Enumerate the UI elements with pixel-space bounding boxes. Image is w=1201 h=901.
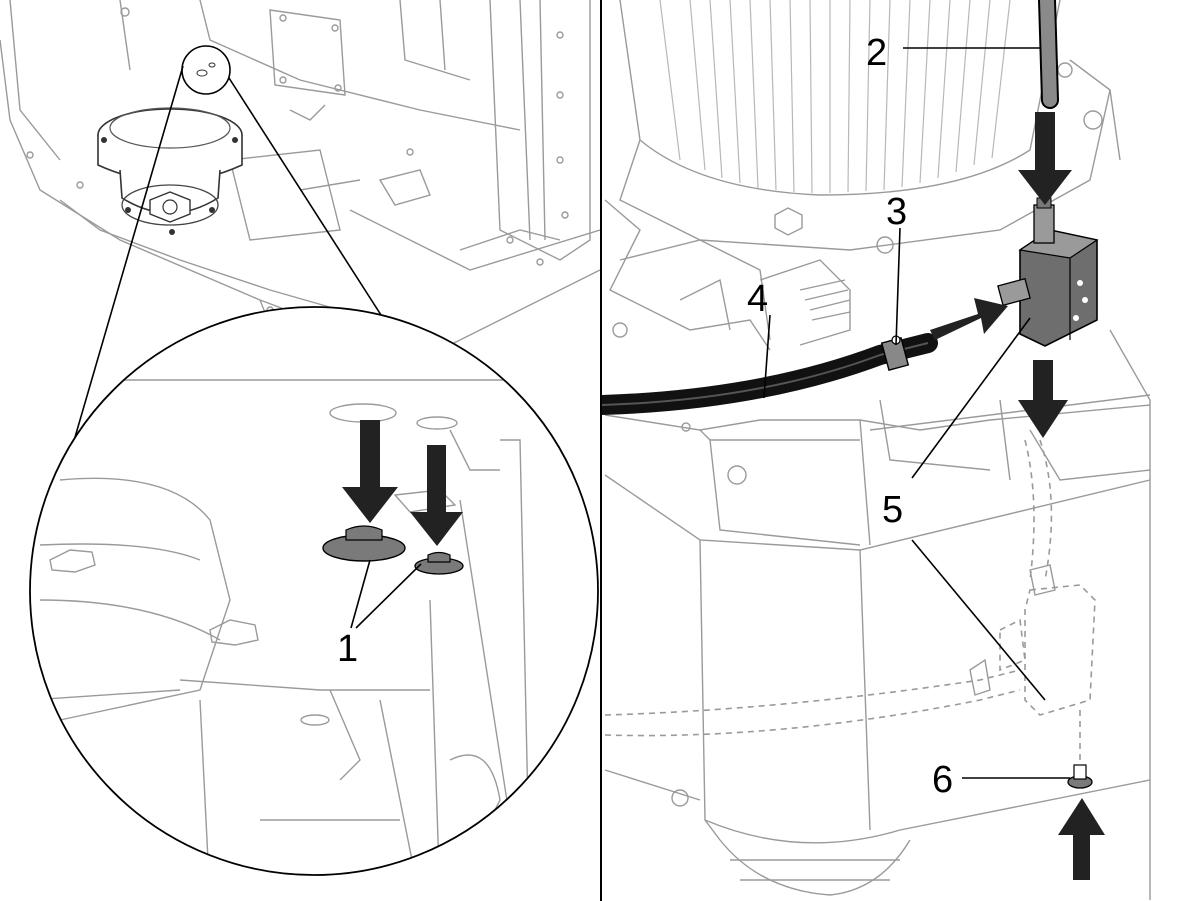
left-panel: 1 — [0, 0, 600, 876]
callout-5-leader-a — [911, 317, 1031, 479]
drain-plug — [1067, 764, 1093, 789]
down-arrow-icon — [342, 420, 398, 523]
down-arrow-icon — [410, 445, 463, 546]
up-arrow-icon — [1058, 798, 1105, 880]
magnifier-lens — [29, 306, 599, 876]
down-arrow-icon — [1018, 112, 1072, 205]
right-panel: 2 3 4 5 6 — [602, 0, 1151, 900]
callout-3-label: 3 — [886, 191, 907, 233]
motor — [619, 0, 1121, 254]
callout-2-label: 2 — [866, 32, 887, 74]
gear-housing — [604, 199, 1151, 900]
valve-block — [997, 197, 1099, 347]
callout-1-leader-b — [355, 563, 422, 629]
ghost-assembly — [604, 439, 1096, 765]
callout-1-leader-a — [350, 559, 371, 629]
detail-marker-circle — [181, 45, 231, 95]
callout-5-label: 5 — [882, 489, 903, 531]
callout-4-leader — [763, 314, 771, 399]
right-arrow-icon — [930, 298, 1008, 340]
callout-6-label: 6 — [932, 759, 953, 801]
plug-large — [322, 525, 406, 562]
callout-1-label: 1 — [337, 628, 358, 670]
down-arrow-icon — [1018, 360, 1068, 438]
plug-small — [414, 551, 464, 575]
callout-5-leader-b — [911, 539, 1046, 701]
lower-housing — [604, 474, 1151, 896]
spindle-unit — [97, 107, 243, 235]
air-hose — [602, 333, 938, 415]
callout-4-label: 4 — [747, 278, 768, 320]
callout-3-leader — [895, 227, 901, 346]
supply-line — [1038, 0, 1059, 109]
